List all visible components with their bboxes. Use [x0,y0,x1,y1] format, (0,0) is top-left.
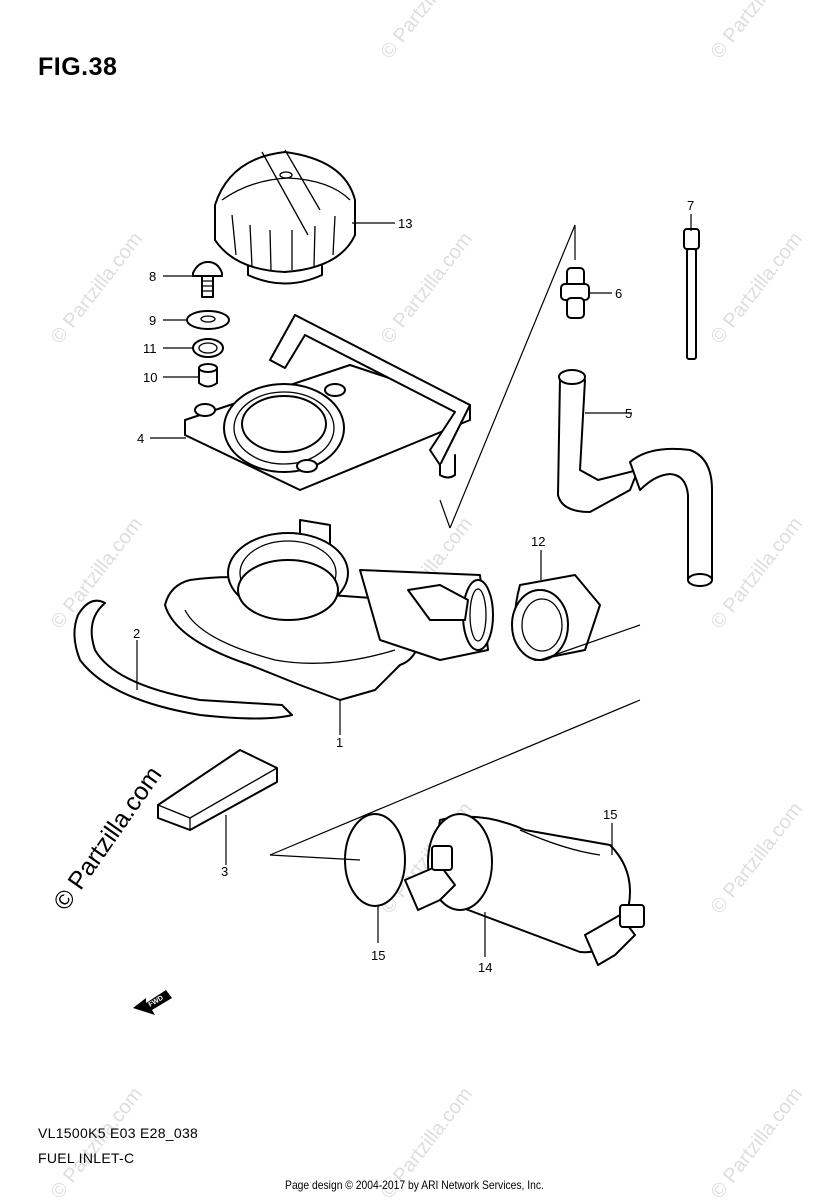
o-ring [192,338,224,358]
breather-hose [557,369,713,587]
callout-10: 10 [143,370,157,385]
watermark: © Partzilla.com [707,798,807,918]
fuel-cap [214,149,356,285]
callout-13: 13 [398,216,412,231]
callout-labels: 13 8 9 11 10 4 6 7 5 12 2 1 3 15 15 14 [133,198,694,975]
filler-hose [344,813,645,966]
collar [198,363,218,388]
clamp-strap [683,228,700,360]
cushion [157,749,278,831]
callout-3: 3 [221,864,228,879]
page-footer: Page design © 2004-2017 by ARI Network S… [285,1178,544,1192]
watermark: © Partzilla.com [47,228,147,348]
assembly-lines [269,224,641,861]
watermark: © Partzilla.com [47,513,147,633]
trim-strip [73,599,293,720]
inlet-body [164,519,494,701]
inlet-bracket [184,314,471,491]
watermark-main: © Partzilla.com [48,761,168,915]
watermark: © Partzilla.com [377,0,477,63]
callout-8: 8 [149,269,156,284]
watermark: © Partzilla.com [707,228,807,348]
callout-1: 1 [336,735,343,750]
callout-11: 11 [143,341,157,356]
watermark: © Partzilla.com [377,228,477,348]
grommet [511,574,601,661]
figure-title: FIG.38 [38,53,118,81]
callout-7: 7 [687,198,694,213]
figure-code: VL1500K5 E03 E28_038 [38,1125,199,1141]
callout-2: 2 [133,626,140,641]
washer [186,310,230,330]
callout-15-left: 15 [371,948,385,963]
watermark: © Partzilla.com [707,0,807,63]
screw [192,261,223,298]
callout-4: 4 [137,431,144,446]
callout-12: 12 [531,534,545,549]
callout-15-right: 15 [603,807,617,822]
fwd-arrow-icon: FWD [133,990,172,1015]
watermark: © Partzilla.com [707,513,807,633]
callout-6: 6 [615,286,622,301]
callout-14: 14 [478,960,492,975]
callout-9: 9 [149,313,156,328]
hose-union [560,267,590,319]
leader-lines [136,214,692,957]
callout-5: 5 [625,406,632,421]
figure-name: FUEL INLET-C [38,1150,135,1166]
